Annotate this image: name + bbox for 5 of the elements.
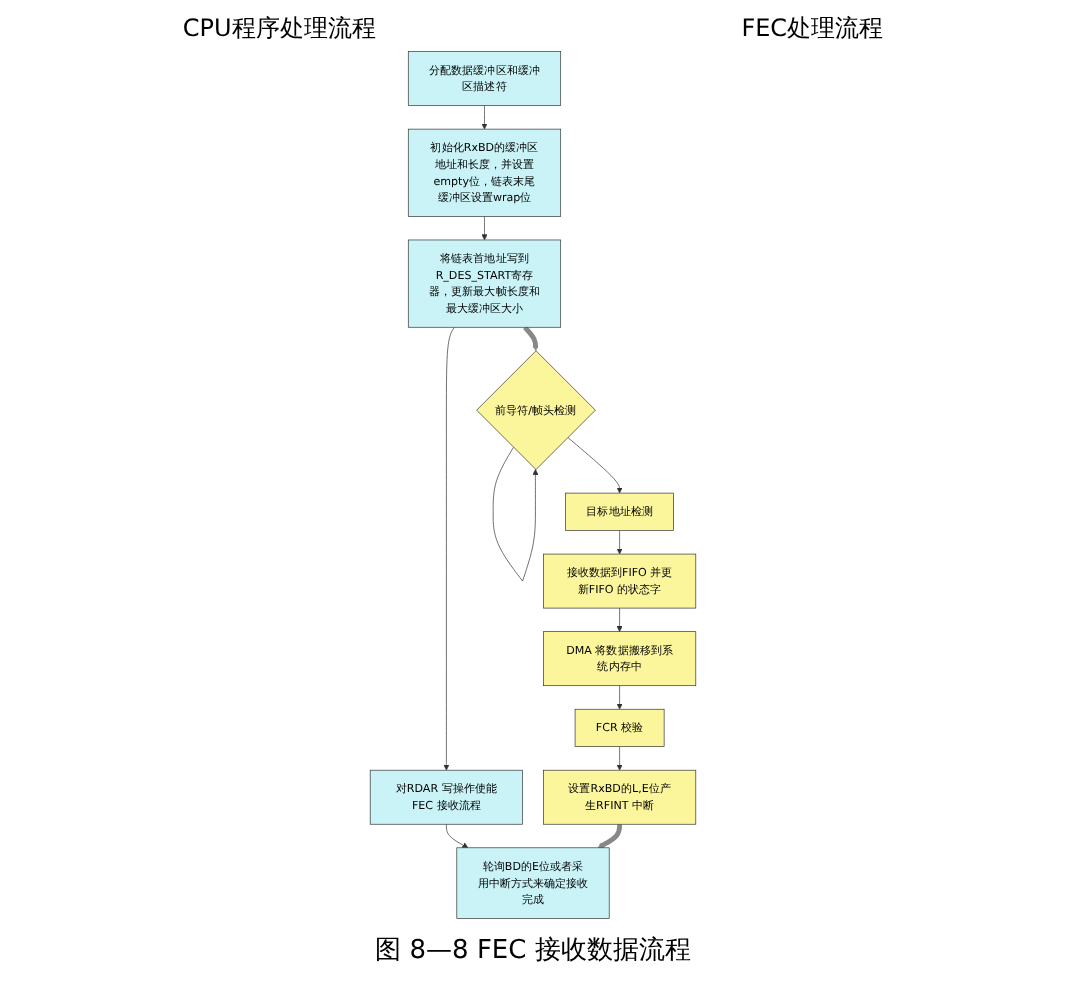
arrow [597,823,623,849]
column-heading: FEC处理流程 [741,12,884,46]
column-heading: CPU程序处理流程 [182,12,376,46]
arrow [523,325,539,352]
figure-caption: 图 8—8 FEC 接收数据流程 [375,934,691,968]
